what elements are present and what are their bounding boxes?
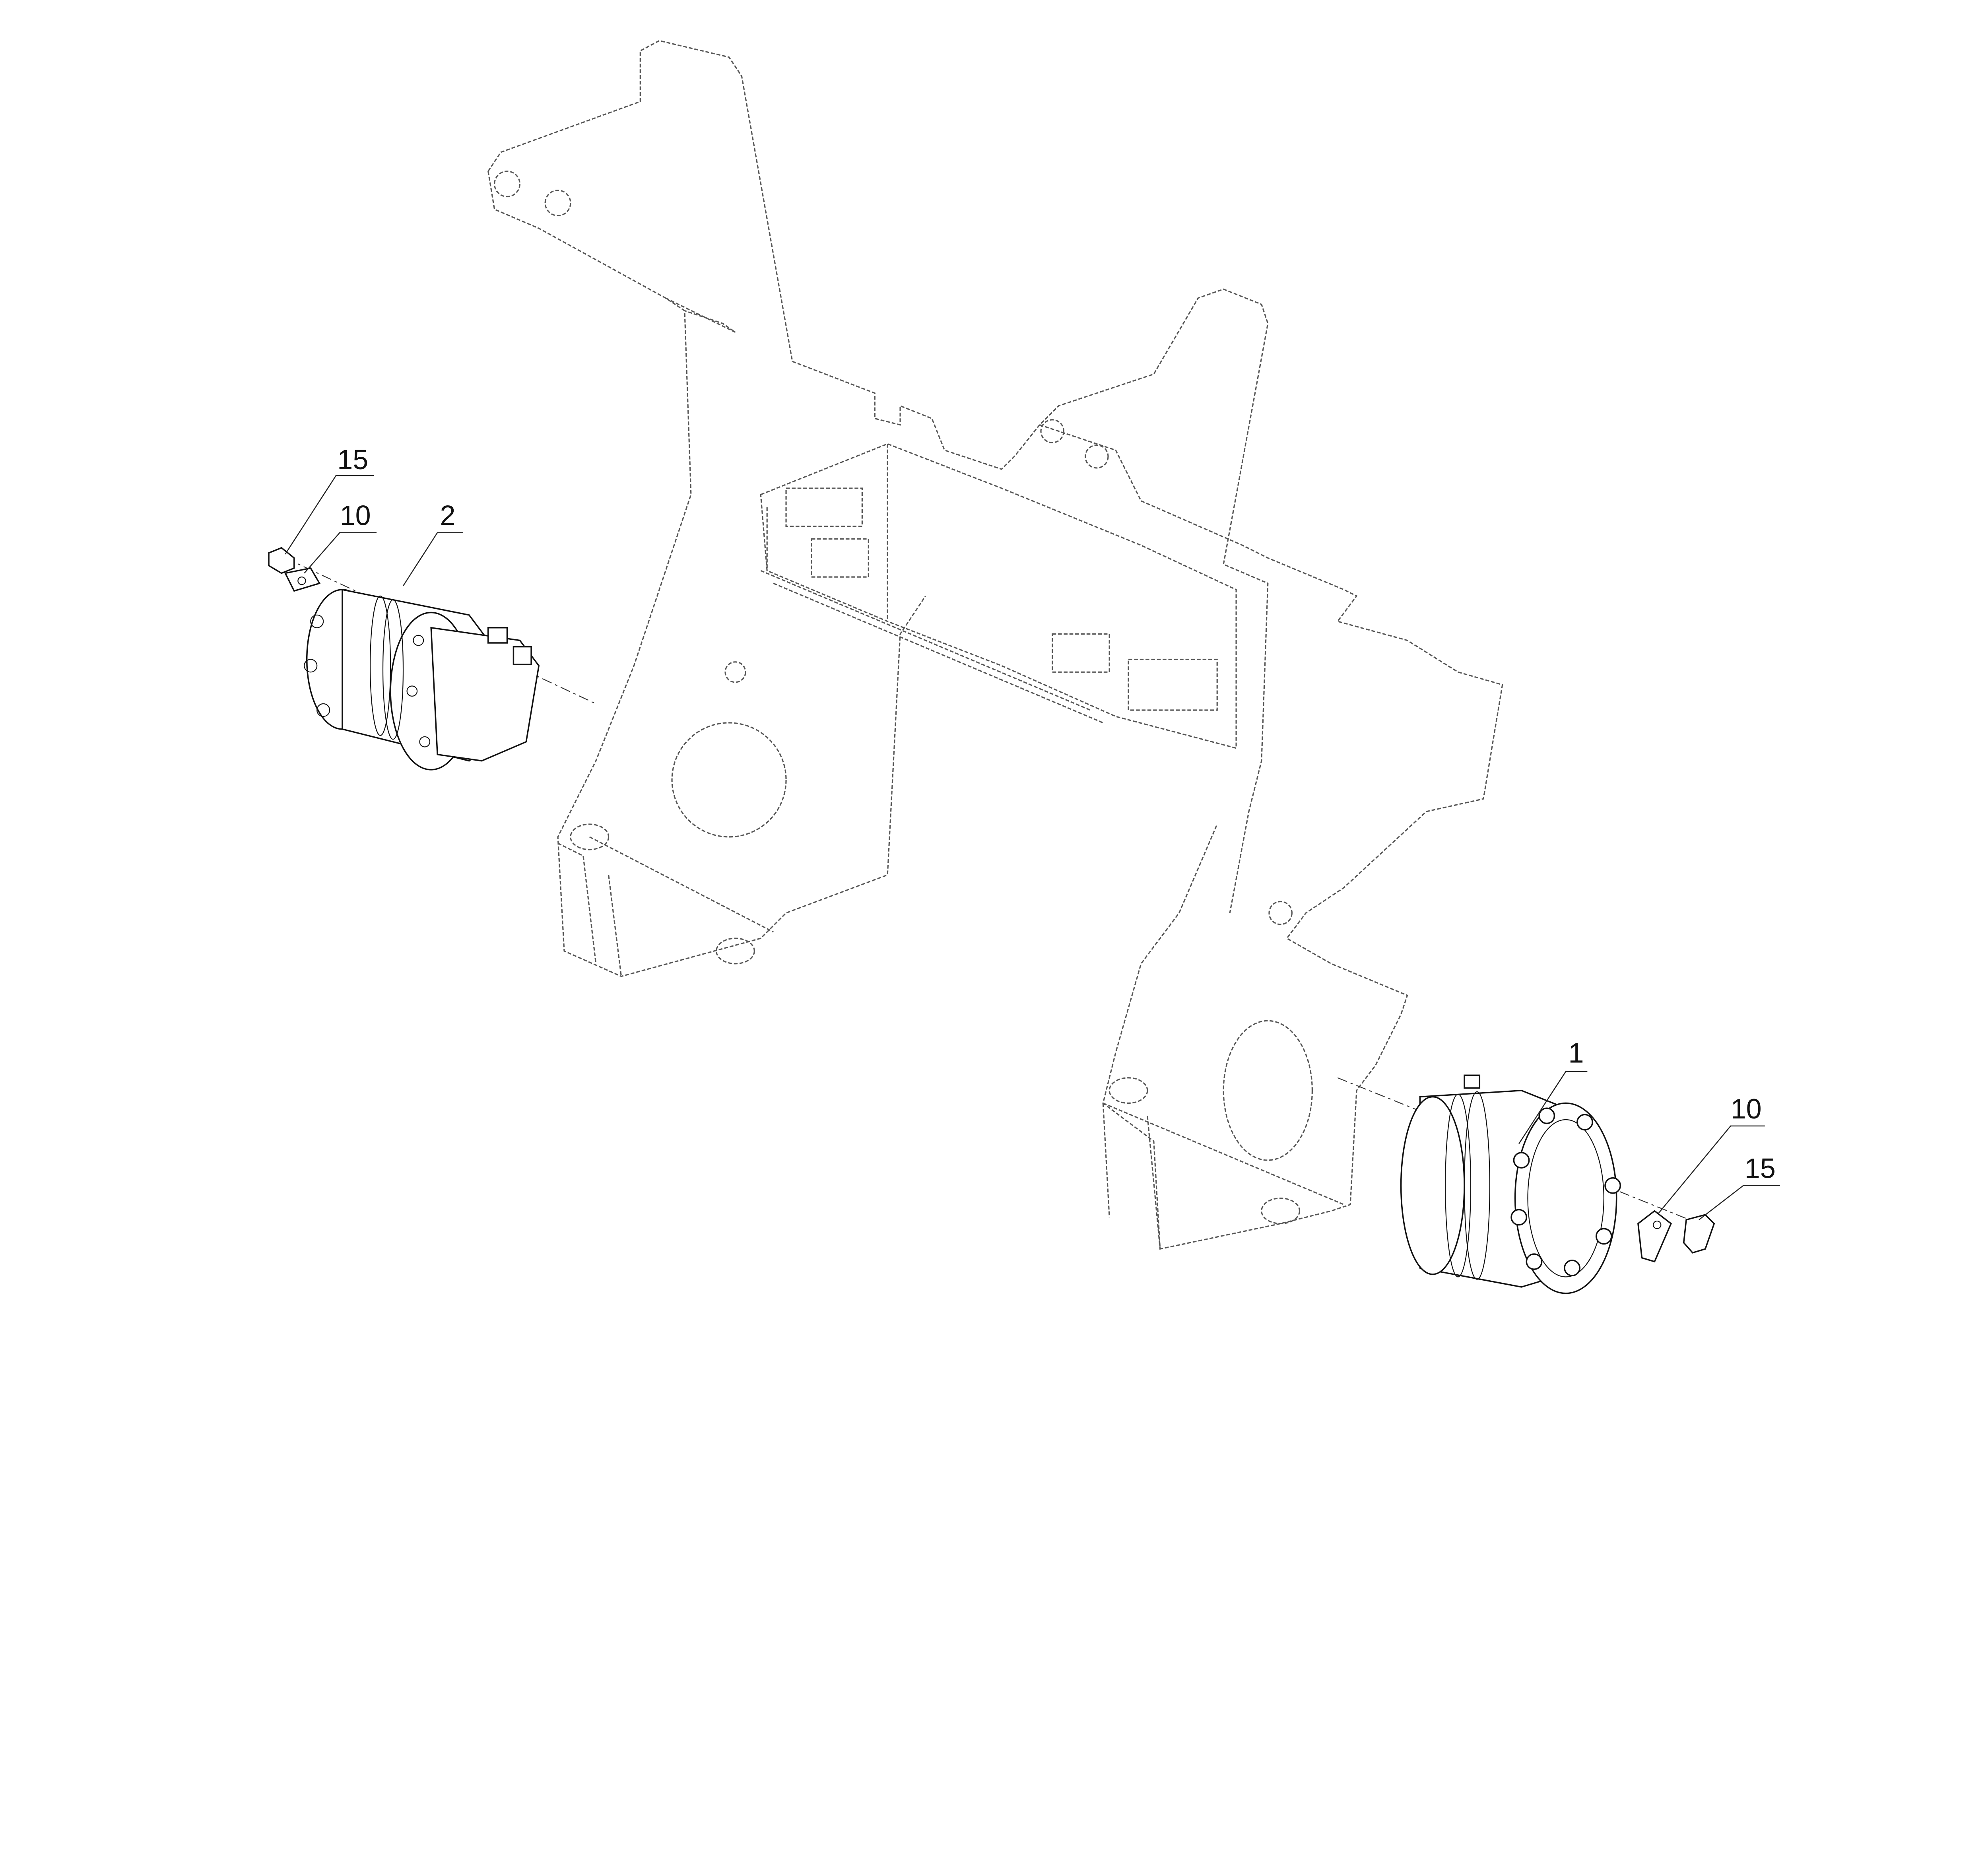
callout-label: 10 [340, 499, 371, 531]
callout-label: 10 [1731, 1093, 1762, 1124]
bolt-left [268, 547, 295, 574]
machine-frame [487, 40, 1503, 1250]
wheel-motor-right [1400, 1074, 1621, 1294]
callout-10-left: 10 [304, 499, 377, 574]
assembly-axis-right [1337, 1077, 1699, 1224]
callout-15-right: 15 [1699, 1153, 1780, 1220]
callout-label: 15 [337, 444, 368, 475]
callout-15-left: 15 [285, 444, 374, 555]
callout-label: 15 [1745, 1153, 1776, 1184]
wheel-motor-left [304, 588, 540, 771]
callout-label: 2 [440, 499, 456, 531]
washer-right [1637, 1210, 1672, 1263]
exploded-parts-drawing: 15 10 2 1 10 15 [268, 40, 1780, 1294]
callout-2: 2 [402, 499, 463, 586]
bolt-right [1683, 1214, 1715, 1254]
callout-1: 1 [1518, 1037, 1588, 1144]
washer-left [284, 567, 321, 592]
callout-10-right: 10 [1658, 1093, 1765, 1214]
callout-label: 1 [1569, 1037, 1584, 1068]
